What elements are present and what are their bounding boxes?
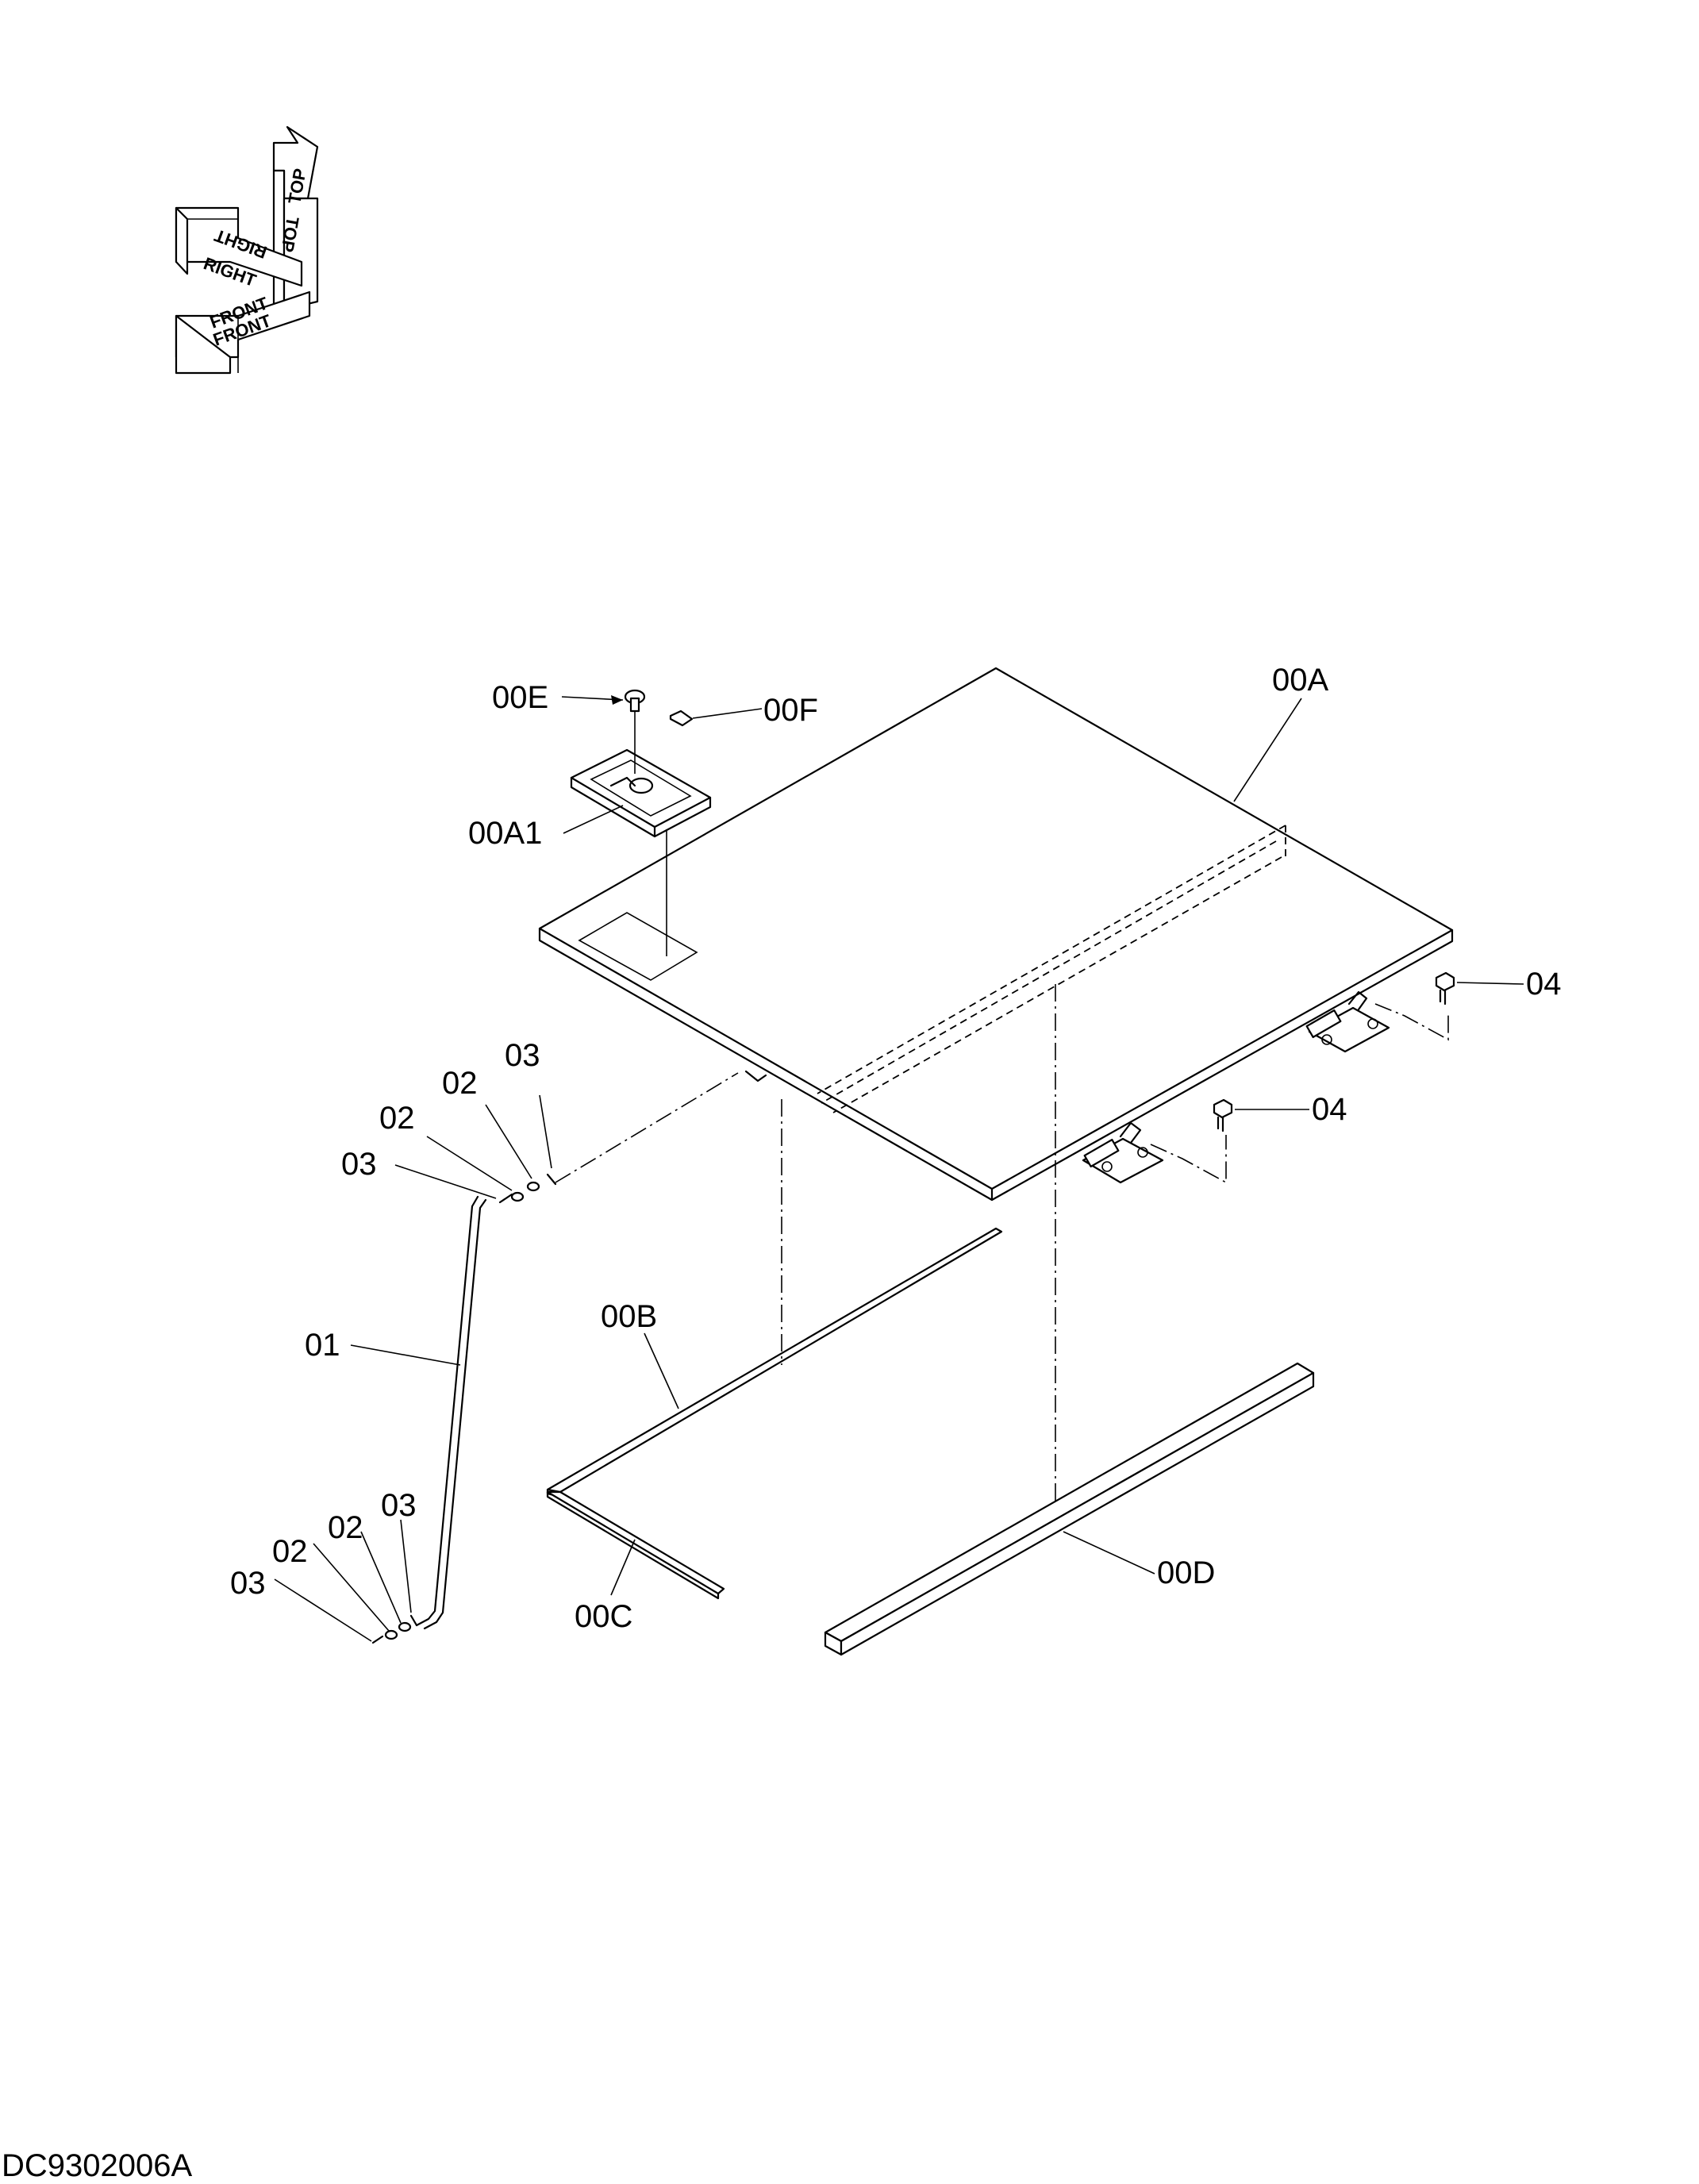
- pin-03-top-a: [498, 1193, 513, 1204]
- washer-02-top-b: [526, 1181, 540, 1192]
- seal-00B: [546, 1227, 1003, 1498]
- callout-03-bot-b: 03: [381, 1488, 417, 1523]
- bolt-04-right: [1435, 971, 1455, 1005]
- callout-00B: 00B: [601, 1299, 657, 1334]
- hinge-right: [1305, 990, 1390, 1053]
- callout-00F: 00F: [763, 693, 818, 728]
- rod-01: [415, 1195, 487, 1630]
- callout-03-top: 03: [505, 1038, 540, 1073]
- washer-02-bot-a: [384, 1629, 398, 1640]
- cover-panel-00A: [538, 667, 1454, 1202]
- callout-02-mid: 02: [379, 1101, 415, 1136]
- hinge-center: [1082, 1121, 1164, 1184]
- callout-04-center: 04: [1312, 1092, 1347, 1127]
- seal-00C: [546, 1490, 725, 1600]
- callout-00D: 00D: [1157, 1555, 1215, 1590]
- pin-03-bot-a: [371, 1635, 384, 1644]
- knob-00E: [624, 689, 646, 774]
- bolt-04-center: [1213, 1098, 1233, 1132]
- callout-00C: 00C: [575, 1599, 632, 1634]
- callout-02-top: 02: [442, 1066, 478, 1101]
- washer-02-bot-b: [398, 1621, 412, 1632]
- callout-00A: 00A: [1272, 663, 1328, 698]
- latch-00A1: [570, 748, 712, 838]
- callout-00E: 00E: [492, 680, 548, 715]
- pin-03-bot-b: [409, 1614, 418, 1627]
- pin-03-top-b: [546, 1173, 557, 1186]
- orientation-indicator: TOP TOP RIGHT RIGHT FRONT FRONT: [175, 125, 319, 375]
- clip-00F: [669, 709, 694, 727]
- washer-02-top-a: [510, 1191, 525, 1202]
- callout-00A1: 00A1: [468, 816, 542, 851]
- document-id: DC9302006A: [2, 2148, 192, 2183]
- callout-04-right: 04: [1526, 967, 1562, 1002]
- leader-lines: [274, 695, 1524, 1642]
- bar-00D: [824, 1362, 1315, 1656]
- callout-02-bot-b: 02: [328, 1510, 363, 1545]
- callout-03-bot-a: 03: [230, 1566, 266, 1601]
- callout-02-bot-a: 02: [272, 1534, 308, 1569]
- callout-01: 01: [305, 1328, 340, 1363]
- callout-03-mid: 03: [341, 1147, 377, 1182]
